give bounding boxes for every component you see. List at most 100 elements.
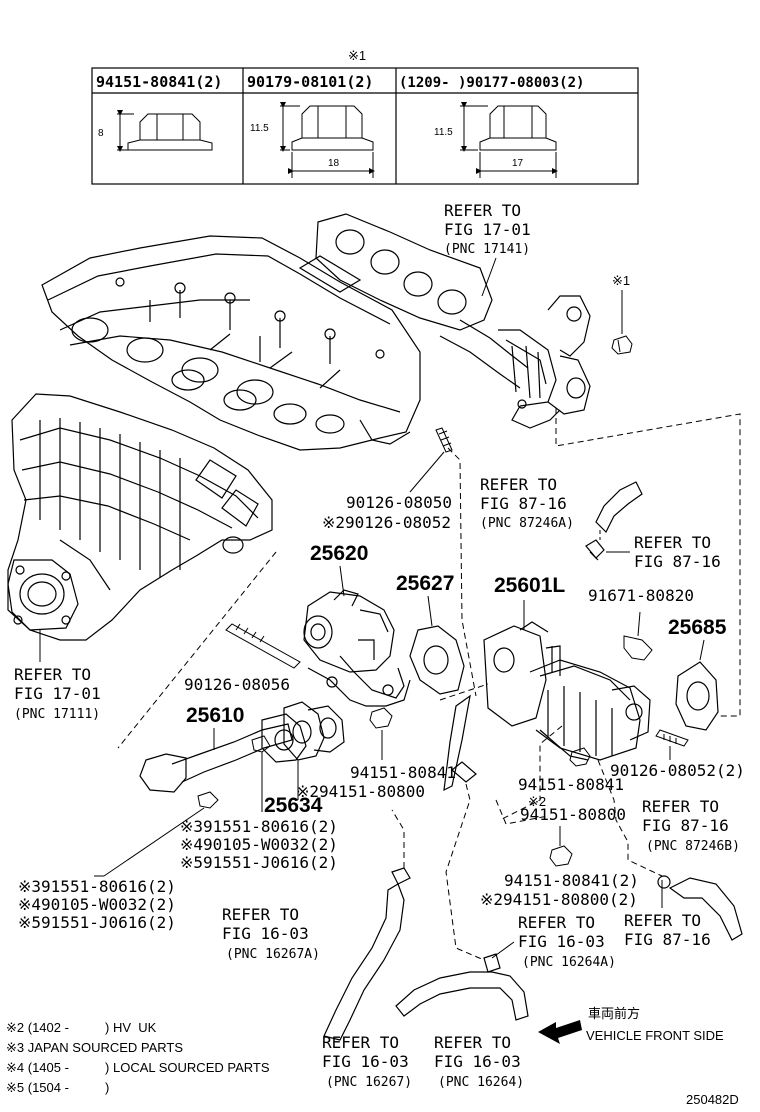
flange-nut-drawing-mark1: [611, 335, 633, 355]
label-stud-90126-08050: 90126-08050: [346, 493, 452, 512]
vehicle-front-en: VEHICLE FRONT SIDE: [586, 1028, 724, 1043]
cylinder-head-drawing: [41, 235, 421, 451]
ref-line2: FIG 17-01: [14, 684, 101, 703]
flange-bolt-drawing-3: [623, 611, 653, 661]
hose-center-drawing: [443, 694, 477, 792]
ref-line2: FIG 17-01: [444, 220, 531, 239]
ref-fig87-16-c: REFER TO FIG 87-16 (PNC 87246B): [642, 797, 740, 854]
ref-pnc: (PNC 16267): [326, 1075, 412, 1090]
ref-line1: REFER TO: [480, 475, 557, 494]
ref-pnc: (PNC 16264): [438, 1075, 524, 1090]
note-mark5: ※5 (1504 - ): [6, 1080, 109, 1095]
ref-line2: FIG 16-03: [222, 924, 309, 943]
leader-lines: [94, 451, 525, 877]
label-25601l: 25601L: [494, 574, 565, 597]
label-bolt-set1-line2: ※490105-W0032(2): [180, 835, 338, 854]
egr-valve-drawing: [303, 589, 411, 707]
label-mark1: ※1: [612, 273, 630, 288]
label-25620: 25620: [310, 542, 368, 565]
label-nut-94151-80841-b: 94151-80841: [518, 775, 624, 794]
label-25627: 25627: [396, 572, 454, 595]
gasket-25685-drawing: [675, 661, 719, 731]
note-mark3: ※3 JAPAN SOURCED PARTS: [6, 1040, 183, 1055]
ref-pnc: (PNC 16264A): [522, 955, 616, 970]
dim-width-3: 17: [512, 158, 524, 169]
ref-fig87-16-a: REFER TO FIG 87-16 (PNC 87246A): [480, 475, 574, 531]
ref-line2: FIG 87-16: [634, 552, 721, 571]
hose-lower-left-drawing: [323, 867, 411, 1041]
ref-pnc: (PNC 87246B): [646, 839, 740, 854]
ref-pnc: (PNC 16267A): [226, 947, 320, 962]
vehicle-front-arrow-icon: [538, 1020, 582, 1044]
ref-fig16-03-b: REFER TO FIG 16-03 (PNC 16264A): [518, 913, 616, 970]
leader-25685: [699, 639, 705, 661]
stud-bolt-drawing-3: [655, 729, 689, 747]
ref-line1: REFER TO: [444, 201, 521, 220]
ref-line1: REFER TO: [434, 1033, 511, 1052]
dim-height-3: 11.5: [434, 127, 453, 138]
flange-nut-drawing-a: [369, 707, 393, 729]
label-nut-94151-80841-a: 94151-80841: [350, 763, 456, 782]
table-col1-part: 94151-80841(2): [96, 73, 222, 91]
label-bolt-set1-line1: ※391551-80616(2): [180, 817, 338, 836]
ref-line2: FIG 16-03: [322, 1052, 409, 1071]
ref-pnc: (PNC 87246A): [480, 516, 574, 531]
table-mark: ※1: [348, 48, 366, 63]
table-col3-part: (1209- )90177-08003(2): [399, 75, 584, 91]
illustration-code: 250482D: [686, 1092, 739, 1107]
flange-nut-drawing-c: [549, 845, 573, 867]
label-bolt-set2-line1: ※391551-80616(2): [18, 877, 176, 896]
ref-line1: REFER TO: [518, 913, 595, 932]
label-25634: 25634: [264, 794, 323, 817]
flange-nut-drawing-3: [460, 102, 558, 178]
dim-height-1: 8: [98, 128, 104, 139]
gasket-25627-drawing: [409, 625, 465, 695]
label-nut-94151-80800-2: ※294151-80800(2): [480, 890, 638, 909]
ref-line1: REFER TO: [642, 797, 719, 816]
ref-line2: FIG 87-16: [624, 930, 711, 949]
table-col2-part: 90179-08101(2): [247, 73, 373, 91]
hose-top-right-drawing: [585, 481, 643, 561]
gasket-25634-drawing: [283, 701, 345, 761]
ref-line1: REFER TO: [624, 911, 701, 930]
label-stud-90126-08052-2: 90126-08052(2): [610, 761, 745, 780]
ref-line1: REFER TO: [322, 1033, 399, 1052]
ref-fig17-01-top: REFER TO FIG 17-01 (PNC 17141): [444, 201, 531, 257]
label-stud-90126-08052-hv: ※290126-08052: [322, 513, 451, 532]
leader-fig17-01-top: [481, 257, 497, 297]
intake-manifold-drawing: [7, 393, 273, 641]
ref-line1: REFER TO: [634, 533, 711, 552]
ref-line2: FIG 16-03: [518, 932, 605, 951]
label-25685: 25685: [668, 616, 727, 639]
ref-fig16-03-a: REFER TO FIG 16-03 (PNC 16267A): [222, 905, 320, 962]
dim-width-2: 18: [328, 158, 340, 169]
egr-cooler-drawing: [483, 621, 651, 761]
flange-nut-drawing-1: [117, 110, 213, 152]
ref-fig17-01-left: REFER TO FIG 17-01 (PNC 17111): [14, 665, 101, 722]
ref-fig87-16-d: REFER TO FIG 87-16: [624, 911, 711, 949]
ref-line2: FIG 87-16: [480, 494, 567, 513]
note-mark2: ※2 (1402 - ) HV UK: [6, 1020, 157, 1035]
label-bolt-91671-80820: 91671-80820: [588, 586, 694, 605]
nut-spec-table: [91, 67, 639, 185]
flange-nut-drawing-2: [280, 102, 375, 178]
label-bolt-set2-line3: ※591551-J0616(2): [18, 913, 176, 932]
flange-nut-drawing-b: [569, 747, 591, 767]
ref-line1: REFER TO: [222, 905, 299, 924]
stud-bolt-drawing-1: [435, 427, 453, 453]
label-bolt-set2-line2: ※490105-W0032(2): [18, 895, 176, 914]
dashed-connections: [117, 408, 741, 961]
ref-fig87-16-b: REFER TO FIG 87-16: [634, 533, 721, 571]
ref-line2: FIG 16-03: [434, 1052, 521, 1071]
hose-right-lower-drawing: [657, 875, 743, 941]
flange-bolt-drawing-2: [103, 791, 219, 877]
label-nut-94151-80800-a: ※294151-80800: [296, 782, 425, 801]
label-nut-mark2-b: ※2: [528, 794, 546, 809]
hose-lower-right-drawing: [395, 953, 529, 1021]
label-nut-94151-80800-b: 94151-80800: [520, 805, 626, 824]
stud-bolt-drawing-2: [225, 623, 301, 669]
leader-fig16-03-b: [491, 941, 515, 959]
label-25610: 25610: [186, 704, 244, 727]
ref-line1: REFER TO: [14, 665, 91, 684]
exhaust-manifold-drawing: [315, 213, 591, 429]
